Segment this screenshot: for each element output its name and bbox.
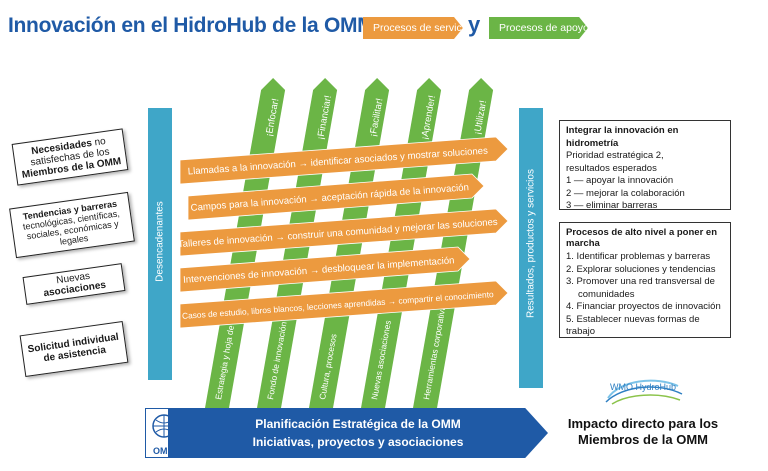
process-item: 1. Identificar problemas y barreras — [566, 251, 711, 262]
service-processes-tag: Procesos de servicio — [363, 17, 463, 39]
process-item: comunidades — [578, 288, 635, 300]
hydrometry-line: 3 — eliminar barreras — [566, 200, 658, 211]
strategic-planning-line1: Planificación Estratégica de la OMM — [255, 417, 461, 431]
processes-heading: Procesos de alto nivel a poner en marcha — [566, 227, 717, 249]
process-item: 2. Explorar soluciones y tendencias — [566, 263, 716, 275]
strategic-planning-line2: Iniciativas, proyectos y asociaciones — [252, 435, 464, 449]
processes-box: Procesos de alto nivel a poner en marcha… — [559, 222, 731, 338]
hydrometry-heading: Integrar la innovación en hidrometría — [566, 125, 679, 149]
support-processes-tag: Procesos de apoyo — [489, 17, 588, 39]
orange-row-arrow — [179, 136, 509, 185]
connector-text: y — [468, 12, 481, 37]
hydrometry-line: 2 — mejorar la colaboración — [566, 187, 685, 199]
orange-row-arrow — [179, 246, 471, 293]
process-item: 3. Promover una red transversal de — [566, 276, 715, 287]
hydrometry-line: 1 — apoyar la innovación — [566, 175, 674, 186]
hydrohub-logo: WMO HydroHub — [598, 372, 688, 408]
results-bar: Resultados, productos y servicios — [519, 108, 543, 388]
process-item: 5. Establecer nuevas formas de trabajo — [566, 313, 700, 338]
impact-text: Impacto directo para los Miembros de la … — [567, 416, 719, 447]
orange-row-arrow — [179, 208, 509, 257]
orange-row-arrow — [179, 280, 509, 329]
orange-row-arrow — [187, 173, 485, 221]
hydrometry-box: Integrar la innovación en hidrometría Pr… — [559, 120, 731, 211]
process-item: 4. Financiar proyectos de innovación — [566, 301, 721, 312]
hydrometry-line: resultados esperados — [566, 162, 657, 174]
strategic-planning-arrow: Planificación Estratégica de la OMM Inic… — [168, 408, 548, 458]
page-title: Innovación en el HidroHub de la OMM — [8, 14, 375, 37]
hydrometry-line: Prioridad estratégica 2, — [566, 150, 664, 161]
omm-label: OMM — [153, 446, 175, 456]
triggers-bar: Desencadenantes — [148, 108, 172, 380]
hydrohub-label: WMO HydroHub — [609, 382, 676, 392]
hydrohub-swirl-icon — [605, 379, 683, 405]
